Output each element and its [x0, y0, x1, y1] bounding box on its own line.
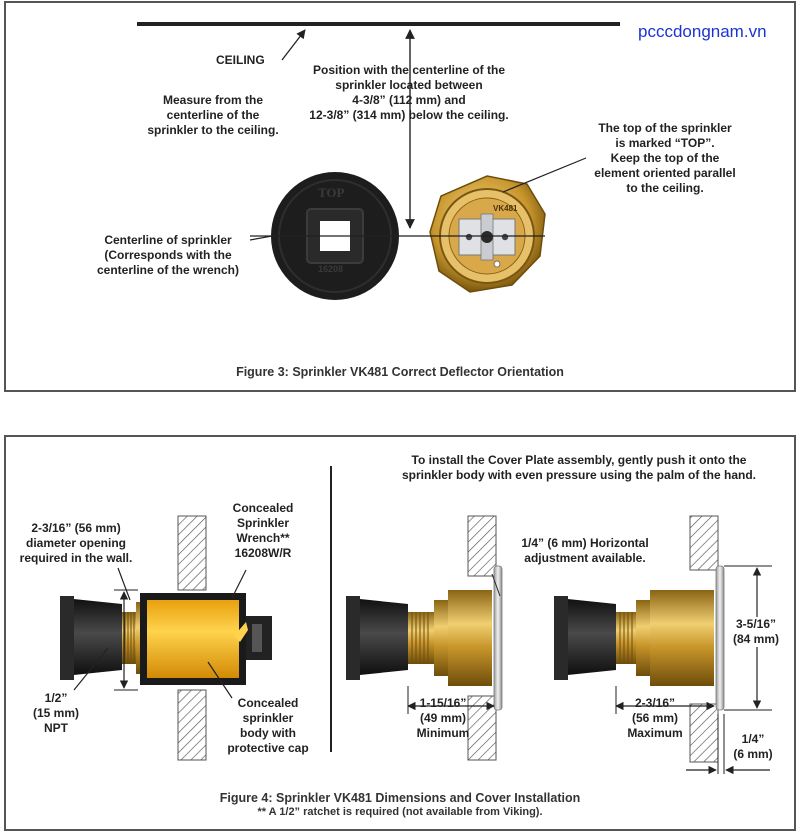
sprinkler-right	[554, 565, 725, 711]
figure-4-panel	[4, 435, 796, 831]
top-leader	[502, 157, 587, 193]
right-dimensions	[615, 565, 772, 775]
wrench-part-mark: 16208	[318, 264, 344, 274]
body-note: Concealed sprinkler body with protective…	[227, 696, 309, 755]
figure-4-caption: Figure 4: Sprinkler VK481 Dimensions and…	[219, 791, 581, 805]
watermark: pcccdongnam.vn	[638, 22, 767, 41]
ceiling-label: CEILING	[216, 53, 265, 67]
left-dimensions	[73, 567, 247, 699]
centerline-note: Centerline of sprinkler (Corresponds wit…	[96, 233, 240, 277]
wall-section-right	[689, 515, 719, 763]
quarter-dimension: 1/4” (6 mm)	[733, 732, 773, 761]
minimum-dimension: 1-15/16” (49 mm) Minimum	[416, 696, 470, 740]
ceiling-leader	[281, 29, 306, 61]
wall-section-left	[177, 515, 207, 761]
wrench-top-mark: TOP	[318, 185, 345, 200]
wrench-note: Concealed Sprinkler Wrench** 16208W/R	[232, 501, 294, 560]
measure-note: Measure from the centerline of the sprin…	[147, 93, 279, 137]
figure-3-panel	[4, 1, 796, 392]
centerline-leader	[249, 235, 273, 241]
figure-3-caption: Figure 3: Sprinkler VK481 Correct Deflec…	[236, 365, 564, 379]
diameter-note: 2-3/16” (56 mm) diameter opening require…	[19, 521, 133, 565]
figure-4-footnote: ** A 1/2” ratchet is required (not avail…	[257, 806, 543, 818]
install-note: To install the Cover Plate assembly, gen…	[401, 453, 757, 482]
height-dimension: 3-5/16” (84 mm)	[726, 617, 786, 647]
top-marked-note: The top of the sprinkler is marked “TOP”…	[594, 121, 736, 195]
maximum-dimension: 2-3/16” (56 mm) Maximum	[627, 696, 683, 740]
horizontal-note: 1/4” (6 mm) Horizontal adjustment availa…	[521, 536, 649, 565]
middle-dimensions	[407, 573, 501, 714]
wrench-left	[140, 593, 272, 685]
sprinkler-element	[429, 175, 546, 293]
npt-note: 1/2” (15 mm) NPT	[32, 691, 79, 735]
sprinkler-left	[60, 596, 148, 680]
sprinkler-middle	[346, 565, 503, 711]
element-mark: VK481	[493, 204, 518, 213]
position-note: Position with the centerline of the spri…	[309, 63, 509, 122]
